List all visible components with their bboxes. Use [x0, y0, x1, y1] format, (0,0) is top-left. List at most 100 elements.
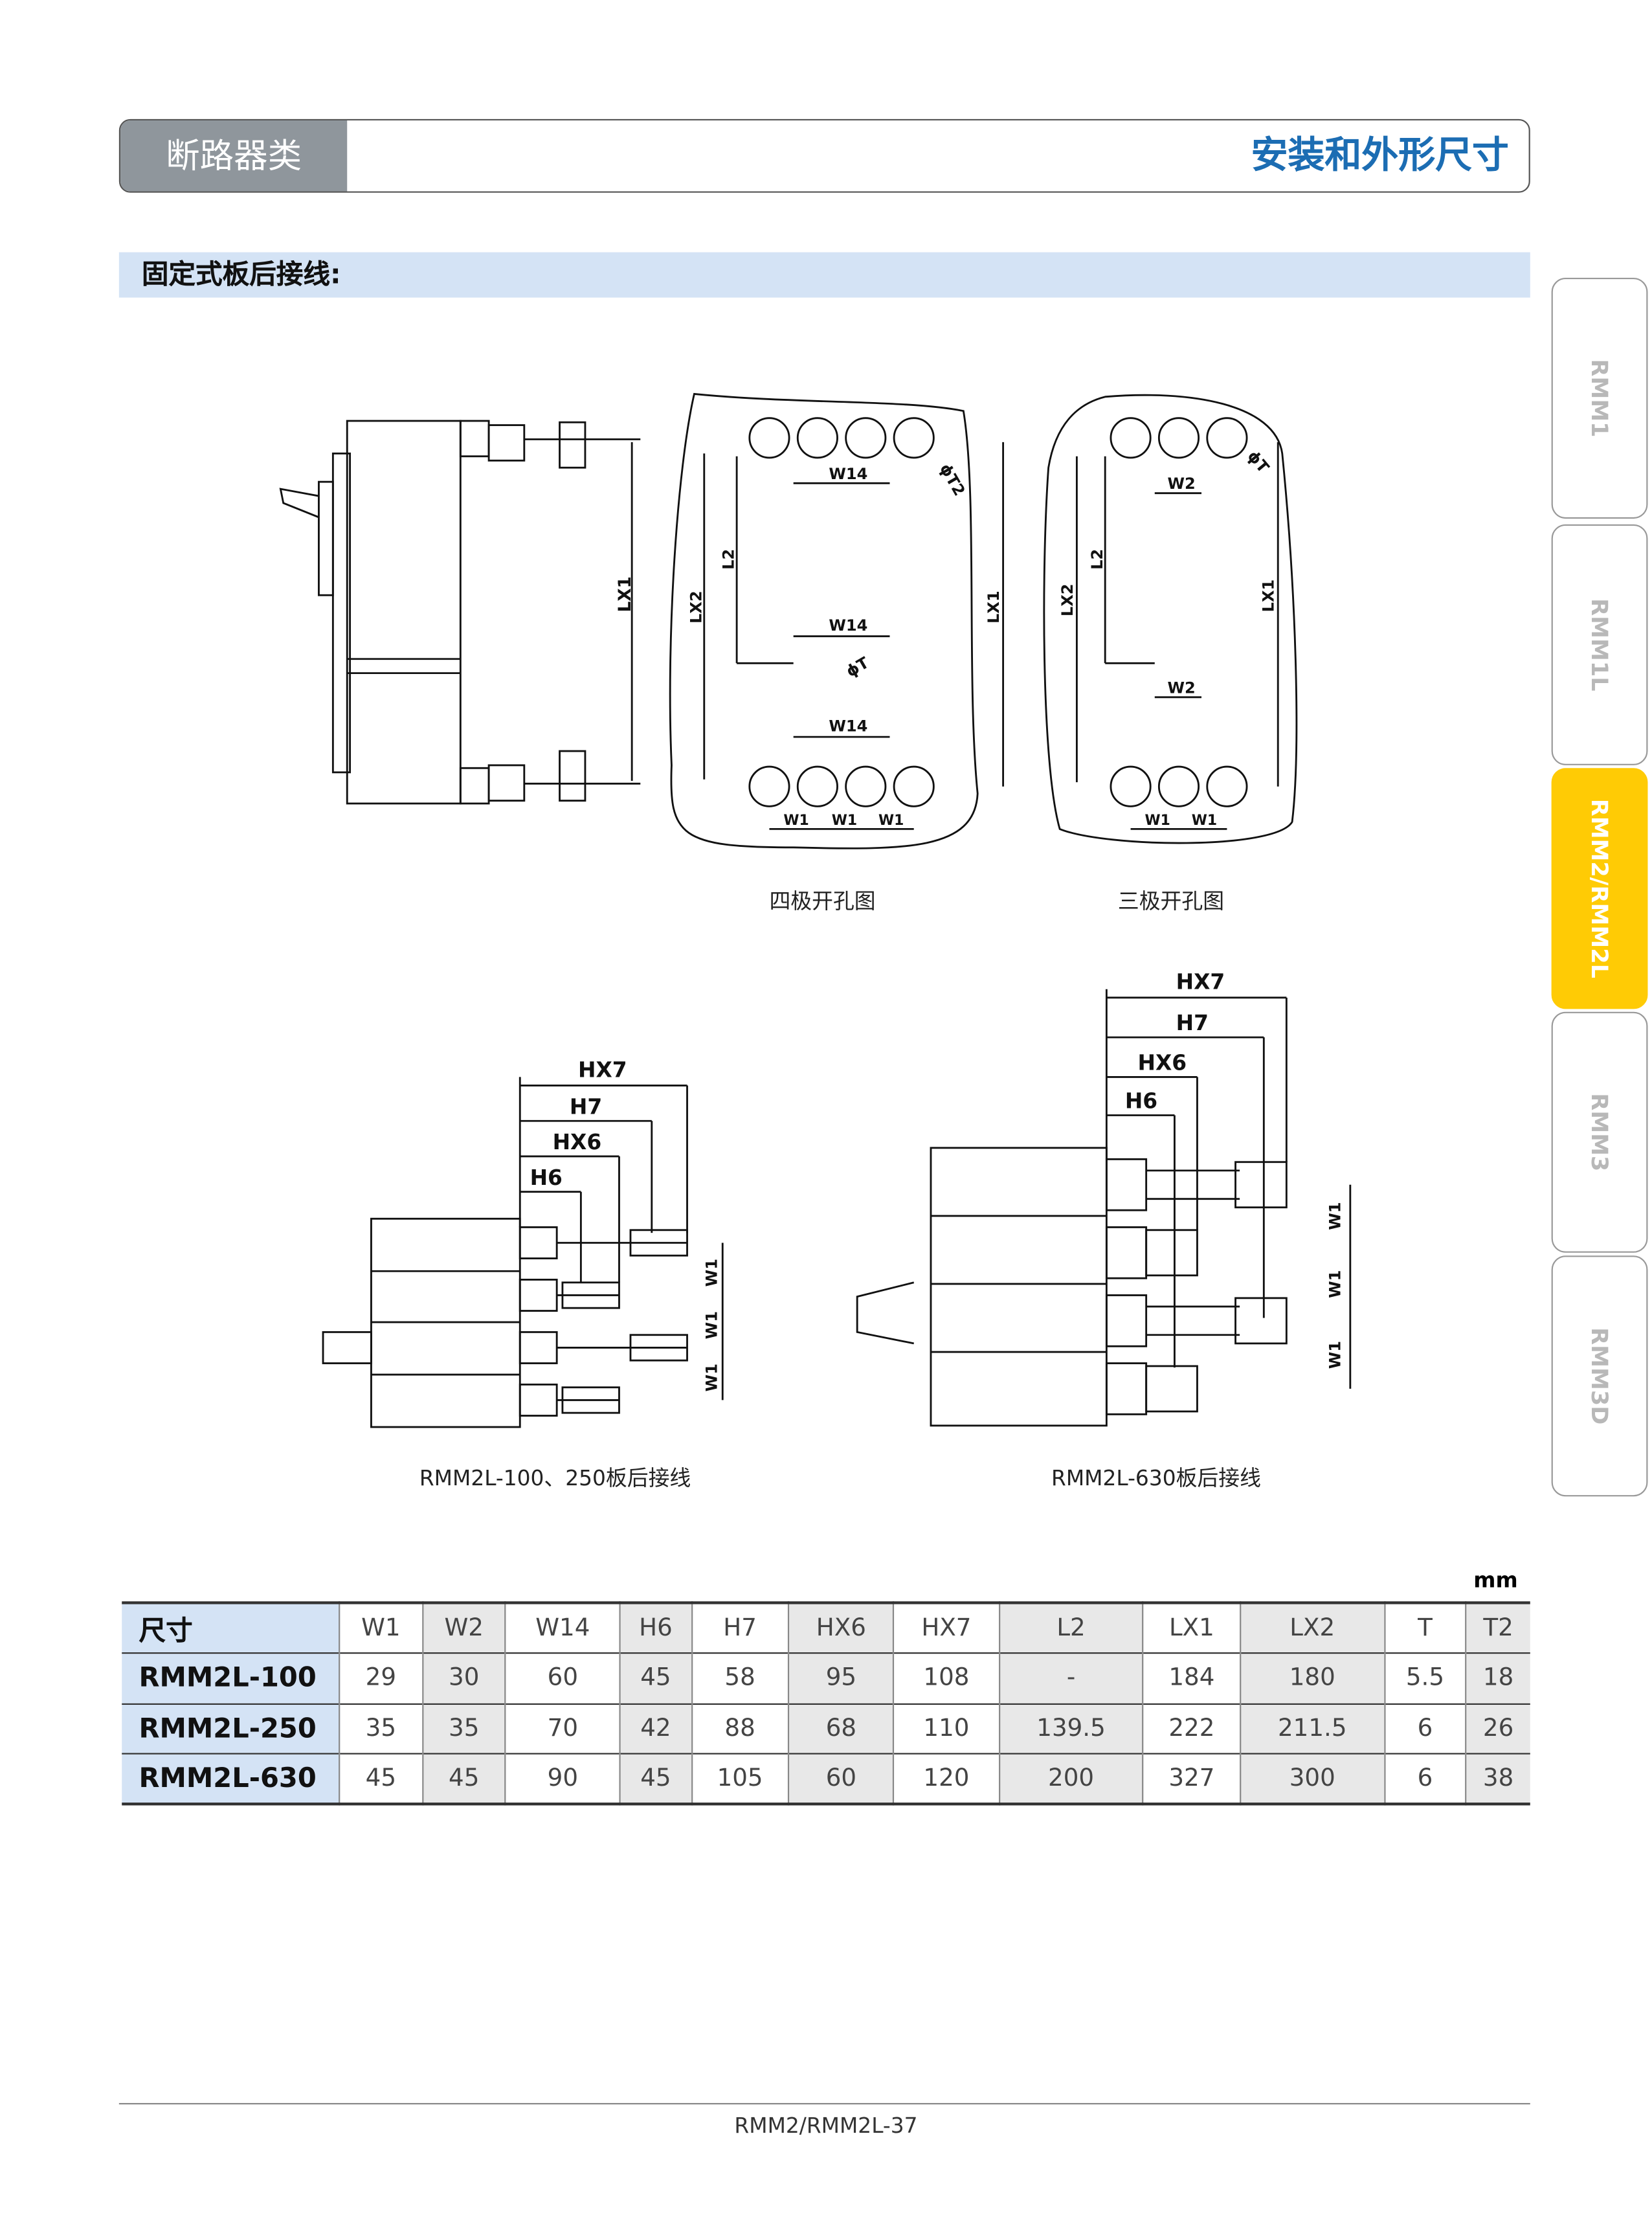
- side-tab-rmm1[interactable]: RMM1: [1551, 277, 1648, 519]
- table-cell: 211.5: [1239, 1703, 1385, 1754]
- table-cell: 38: [1465, 1753, 1530, 1804]
- column-header: W14: [504, 1602, 620, 1654]
- table-cell: 58: [691, 1653, 789, 1703]
- side-tab-rmm3d[interactable]: RMM3D: [1551, 1255, 1648, 1497]
- section-title: 固定式板后接线:: [118, 252, 1530, 298]
- table-cell: 68: [788, 1703, 894, 1754]
- t-label: ϕT: [1244, 447, 1273, 477]
- side-view-drawing: LX1: [279, 420, 641, 805]
- h6-label: H6: [530, 1165, 563, 1190]
- t2-label: ϕT2: [936, 460, 968, 499]
- w1-label: W1: [702, 1311, 720, 1339]
- column-header: H6: [619, 1602, 692, 1654]
- table-cell: 105: [691, 1753, 789, 1804]
- w1-label: W1: [832, 813, 857, 829]
- w1-label: W1: [783, 813, 809, 829]
- table-cell: 70: [504, 1703, 620, 1754]
- h7-label: H7: [570, 1094, 602, 1119]
- side-tab-label: RMM1: [1586, 359, 1613, 438]
- table-cell: RMM2L-100: [122, 1653, 340, 1703]
- table-cell: 120: [893, 1753, 999, 1804]
- side-tab-rmm3[interactable]: RMM3: [1551, 1011, 1648, 1253]
- rear-connection-100-250-drawing: HX7 H7 HX6 H6 W1 W1 W1: [322, 1057, 724, 1428]
- table-cell: 45: [421, 1753, 506, 1804]
- w1-label: W1: [1326, 1270, 1345, 1298]
- t-label: ϕT: [843, 653, 872, 680]
- hx7-label: HX7: [578, 1057, 627, 1082]
- table-cell: 6: [1383, 1703, 1466, 1754]
- side-tab-label: RMM3D: [1586, 1327, 1613, 1425]
- h7-label: H7: [1176, 1011, 1209, 1035]
- column-header: T: [1383, 1602, 1466, 1654]
- table-cell: 95: [788, 1653, 894, 1703]
- table-cell: 60: [788, 1753, 894, 1804]
- table-cell: 108: [893, 1653, 999, 1703]
- w1-label: W1: [702, 1259, 720, 1287]
- column-header: H7: [691, 1602, 789, 1654]
- table-cell: 18: [1465, 1653, 1530, 1703]
- w14-label: W14: [829, 616, 867, 635]
- table-cell: 200: [998, 1753, 1143, 1804]
- table-cell: 45: [339, 1753, 423, 1804]
- table-cell: RMM2L-250: [122, 1703, 340, 1754]
- table-cell: 45: [619, 1753, 692, 1804]
- lx1-label: LX1: [985, 590, 1003, 624]
- table-cell: 29: [339, 1653, 423, 1703]
- page-number: RMM2/RMM2L-37: [734, 2113, 918, 2139]
- table-cell: 222: [1142, 1703, 1240, 1754]
- column-header: W1: [339, 1602, 423, 1654]
- column-header: 尺寸: [122, 1602, 340, 1654]
- page-header: 断路器类 安装和外形尺寸: [118, 118, 1530, 193]
- footer-divider: [118, 2103, 1530, 2105]
- category-label: 断路器类: [120, 120, 348, 192]
- w2-label: W2: [1167, 679, 1195, 697]
- technical-drawings: LX1 W14 W14 W14 ϕT2 ϕT L2 LX2 LX1 W1 W1 …: [279, 392, 1352, 1428]
- w1-label: W1: [1192, 813, 1217, 829]
- lx1-label: LX1: [1260, 579, 1278, 613]
- table-cell: 184: [1142, 1653, 1240, 1703]
- w2-label: W2: [1167, 475, 1195, 493]
- column-header: L2: [998, 1602, 1143, 1654]
- table-cell: 5.5: [1383, 1653, 1466, 1703]
- rear-connection-630-drawing: HX7 H7 HX6 H6 W1 W1 W1: [856, 970, 1352, 1427]
- w14-label: W14: [829, 717, 867, 735]
- side-tab-rmm1l[interactable]: RMM1L: [1551, 524, 1648, 765]
- table-cell: -: [998, 1653, 1143, 1703]
- w1-label: W1: [1326, 1341, 1345, 1369]
- side-tab-label: RMM2/RMM2L: [1586, 798, 1613, 978]
- l2-label: L2: [720, 549, 738, 570]
- table-cell: 26: [1465, 1703, 1530, 1754]
- hx6-label: HX6: [553, 1130, 602, 1154]
- table-cell: 35: [421, 1703, 506, 1754]
- table-cell: 90: [504, 1753, 620, 1804]
- w1-label: W1: [702, 1364, 720, 1391]
- table-cell: 30: [421, 1653, 506, 1703]
- h6-label: H6: [1125, 1089, 1157, 1114]
- column-header: HX7: [893, 1602, 999, 1654]
- three-pole-caption: 三极开孔图: [1117, 888, 1225, 914]
- column-header: LX1: [1142, 1602, 1240, 1654]
- lx2-label: LX2: [1058, 583, 1077, 616]
- table-cell: 45: [619, 1653, 692, 1703]
- w1-label: W1: [878, 813, 904, 829]
- unit-label: mm: [1473, 1567, 1518, 1593]
- page-title: 安装和外形尺寸: [1251, 134, 1509, 177]
- rear-630-caption: RMM2L-630板后接线: [1051, 1465, 1261, 1491]
- table-cell: RMM2L-630: [122, 1753, 340, 1804]
- column-header: LX2: [1239, 1602, 1385, 1654]
- hx7-label: HX7: [1176, 970, 1225, 995]
- four-pole-caption: 四极开孔图: [769, 888, 876, 914]
- lx1-label: LX1: [616, 576, 635, 612]
- w1-label: W1: [1326, 1202, 1345, 1230]
- table-cell: 60: [504, 1653, 620, 1703]
- table-cell: 110: [893, 1703, 999, 1754]
- side-tab-rmm2-rmm2l[interactable]: RMM2/RMM2L: [1551, 768, 1648, 1009]
- three-pole-cutout-drawing: W2 W2 ϕT L2 LX2 LX1 W1 W1: [1043, 394, 1298, 844]
- column-header: T2: [1465, 1602, 1530, 1654]
- four-pole-cutout-drawing: W14 W14 W14 ϕT2 ϕT L2 LX2 LX1 W1 W1 W1: [669, 392, 1005, 849]
- column-header: HX6: [788, 1602, 894, 1654]
